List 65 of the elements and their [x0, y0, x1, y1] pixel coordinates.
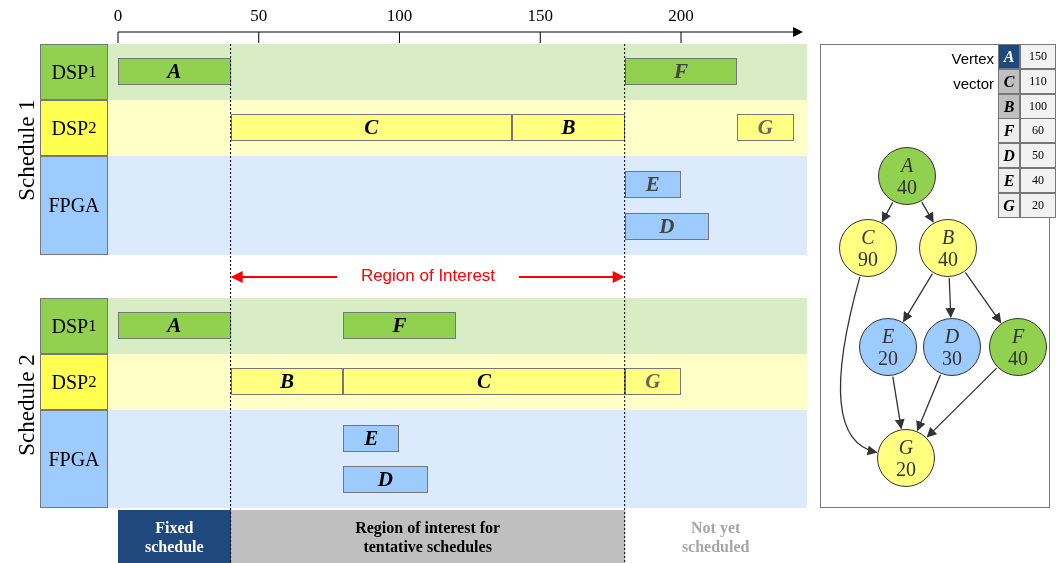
node-letter: C	[861, 226, 875, 248]
node-letter: A	[900, 154, 914, 176]
node-weight: 40	[1008, 347, 1028, 369]
node-letter: F	[1011, 325, 1025, 347]
task-bar: B	[512, 114, 625, 141]
arrow	[926, 367, 998, 438]
processor-header: FPGA	[40, 156, 108, 255]
node-letter: B	[941, 226, 955, 248]
table-cell: 100	[1020, 93, 1056, 119]
node-weight: 90	[858, 248, 878, 270]
arrow	[916, 374, 942, 432]
arrow	[839, 276, 878, 455]
task-bar: G	[624, 368, 681, 395]
table-cell: 40	[1020, 168, 1056, 193]
arrow	[964, 271, 1002, 324]
arrow	[881, 201, 894, 223]
tick-label: 100	[385, 6, 414, 26]
node-letter: D	[944, 325, 960, 347]
table-cell: D	[998, 143, 1020, 169]
task-bar: D	[343, 466, 428, 493]
node-letter: G	[898, 436, 914, 458]
tick-label: 0	[112, 6, 124, 26]
table-cell: B	[998, 93, 1020, 119]
task-bar: E	[343, 425, 400, 452]
task-bar: C	[230, 114, 513, 141]
table-cell: 110	[1020, 68, 1056, 94]
table-cell: C	[998, 68, 1020, 94]
table-cell: 20	[1020, 192, 1056, 218]
node-weight: 30	[942, 347, 962, 369]
task-bar: A	[118, 312, 231, 339]
task-bar: E	[624, 171, 681, 198]
task-bar: D	[624, 213, 710, 240]
arrow	[945, 277, 956, 318]
arrow	[902, 273, 934, 323]
schedule-label: Schedule 1	[14, 98, 40, 203]
table-cell: 50	[1020, 143, 1056, 169]
task-bar: F	[624, 58, 738, 85]
task-bar: C	[343, 368, 625, 395]
table-cell: E	[998, 168, 1020, 193]
tick-label: 200	[667, 6, 695, 26]
arrow	[921, 201, 934, 223]
arrow	[892, 375, 905, 430]
node-letter: E	[881, 325, 895, 347]
node-weight: 40	[938, 248, 958, 270]
node-weight: 20	[896, 458, 916, 480]
task-bar: B	[230, 368, 344, 395]
region-band: Region of interest for tentative schedules	[230, 510, 625, 563]
table-cell: F	[998, 118, 1020, 144]
table-cell: G	[998, 192, 1020, 218]
task-bar: A	[118, 58, 231, 85]
tick-label: 50	[249, 6, 269, 26]
task-bar: G	[737, 114, 794, 141]
task-node	[989, 318, 1047, 376]
table-cell: A	[998, 44, 1020, 69]
processor-header: FPGA	[40, 410, 108, 508]
table-caption: Vertex vector	[950, 49, 994, 94]
task-bar: F	[343, 312, 456, 339]
region-band: Fixed schedule	[118, 510, 231, 563]
schedule-label: Schedule 2	[14, 353, 40, 458]
node-weight: 20	[878, 347, 898, 369]
dimension-label: Region of Interest	[337, 266, 519, 286]
table-cell: 150	[1020, 44, 1056, 69]
node-weight: 40	[897, 176, 917, 198]
tick-label: 150	[526, 6, 554, 26]
table-cell: 60	[1020, 118, 1056, 144]
